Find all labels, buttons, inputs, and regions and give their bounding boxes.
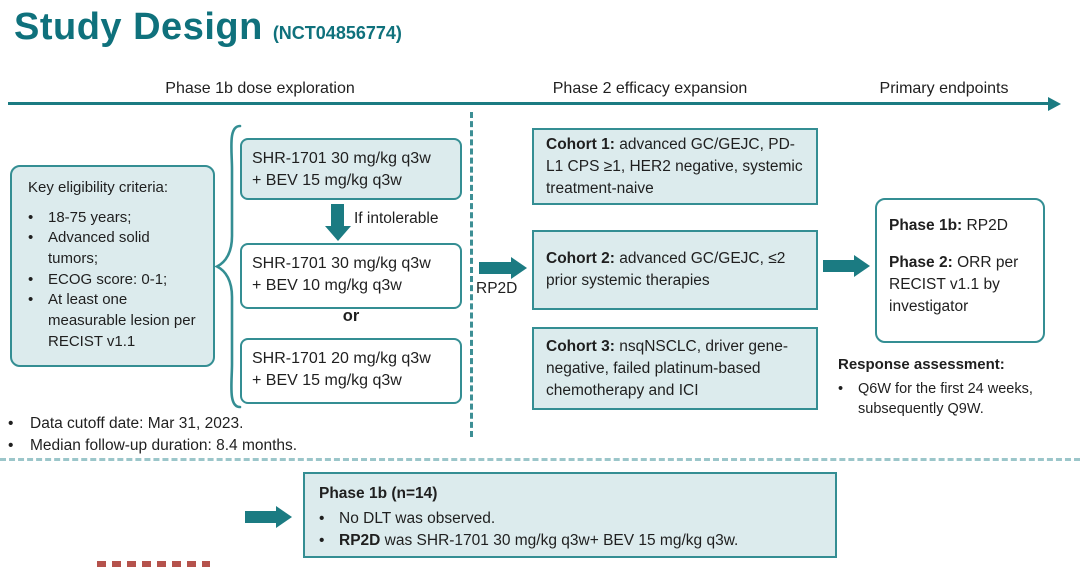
endpoints-section-label: Primary endpoints: [879, 80, 1009, 97]
dose-line: + BEV 10 mg/kg q3w: [252, 276, 402, 294]
footnotes: • Data cutoff date: Mar 31, 2023. • Median…: [8, 413, 297, 458]
results-item: No DLT was observed.: [339, 510, 496, 527]
endpoint-text: RP2D: [962, 217, 1008, 234]
endpoint-phase-label: Phase 2:: [889, 254, 953, 271]
results-heading: Phase 1b (n=14): [319, 485, 438, 502]
cohort-label: Cohort 2:: [546, 250, 615, 267]
list-item: • No DLT was observed.: [319, 508, 821, 530]
dose-line: SHR-1701 30 mg/kg q3w: [252, 255, 431, 272]
or-label: or: [342, 307, 360, 325]
list-item: • RP2D was SHR-1701 30 mg/kg q3w+ BEV 15 …: [319, 530, 821, 552]
list-item: • Q6W for the first 24 weeks, subsequentl…: [838, 380, 1066, 419]
title-nct-number: (NCT04856774): [272, 23, 402, 43]
footnote-text: Median follow-up duration: 8.4 months.: [30, 437, 298, 455]
dose-box-3: SHR-1701 20 mg/kg q3w + BEV 15 mg/kg q3w: [240, 338, 462, 404]
list-item: • Advanced solid tumors;: [28, 228, 203, 269]
phase-divider-dashed-line: [470, 112, 473, 437]
endpoint-text: ORR per RECIST v1.1 by investigator: [889, 254, 1019, 315]
list-item: • Data cutoff date: Mar 31, 2023.: [8, 413, 297, 435]
eligibility-item: At least one measurable lesion per RECIS…: [48, 291, 196, 350]
bullet-icon: •: [838, 381, 844, 398]
phase1b-section-label: Phase 1b dose exploration: [165, 80, 355, 97]
dose-line: SHR-1701 30 mg/kg q3w: [252, 150, 431, 167]
bullet-icon: •: [28, 270, 34, 288]
bullet-icon: •: [28, 208, 34, 226]
endpoints-right-arrow-icon: [823, 260, 854, 272]
rp2d-label: RP2D: [476, 280, 518, 297]
cohort-text: nsqNSCLC, driver gene-negative, failed p…: [546, 337, 789, 399]
response-assessment-item: Q6W for the first 24 weeks, subsequently…: [858, 381, 1033, 417]
rp2d-bold-label: RP2D: [339, 532, 381, 549]
cohort-text: advanced GC/GEJC, PD-L1 CPS ≥1, HER2 neg…: [546, 135, 803, 197]
eligibility-item: ECOG score: 0-1;: [48, 270, 168, 288]
dose-line: SHR-1701 20 mg/kg q3w: [252, 350, 431, 367]
dose-box-2: SHR-1701 30 mg/kg q3w + BEV 10 mg/kg q3w: [240, 243, 462, 309]
phase2-section-label: Phase 2 efficacy expansion: [552, 80, 748, 97]
bullet-icon: •: [319, 510, 325, 527]
response-assessment: Response assessment: • Q6W for the first …: [838, 355, 1066, 419]
curly-brace: [214, 124, 242, 409]
results-divider-dashed-line: [0, 458, 1080, 461]
response-assessment-heading: Response assessment:: [838, 356, 1005, 373]
eligibility-box: Key eligibility criteria: •18-75 years; …: [10, 165, 215, 367]
bullet-icon: •: [28, 229, 34, 247]
results-right-arrow-icon: [245, 511, 276, 523]
bullet-icon: •: [8, 415, 14, 432]
intolerable-down-arrow-icon: [331, 204, 344, 226]
results-item: RP2D was SHR-1701 30 mg/kg q3w+ BEV 15 m…: [339, 530, 738, 552]
page-title: Study Design (NCT04856774): [14, 6, 402, 49]
bullet-icon: •: [8, 437, 14, 455]
eligibility-item: Advanced solid tumors;: [48, 229, 150, 268]
results-item-text: was SHR-1701 30 mg/kg q3w+ BEV 15 mg/kg …: [380, 532, 739, 549]
cropped-red-text: [97, 561, 210, 567]
dose-line: + BEV 15 mg/kg q3w: [252, 171, 402, 189]
primary-endpoints-box: Phase 1b: RP2D Phase 2: ORR per RECIST v…: [875, 198, 1045, 343]
dose-line: + BEV 15 mg/kg q3w: [252, 371, 402, 389]
bullet-icon: •: [319, 532, 325, 549]
cohort-label: Cohort 3:: [546, 337, 615, 355]
cohort-2-box: Cohort 2: advanced GC/GEJC, ≤2 prior sys…: [532, 230, 818, 310]
eligibility-item: 18-75 years;: [48, 208, 132, 226]
cohort-1-box: Cohort 1: advanced GC/GEJC, PD-L1 CPS ≥1…: [532, 128, 818, 205]
timeline-arrow: [8, 102, 1048, 105]
intolerable-label: If intolerable: [354, 210, 439, 227]
phase1b-results-box: Phase 1b (n=14) • No DLT was observed. • R…: [303, 472, 837, 558]
eligibility-heading: Key eligibility criteria:: [28, 179, 169, 196]
footnote-text: Data cutoff date: Mar 31, 2023.: [30, 415, 244, 432]
list-item: • ECOG score: 0-1;: [28, 270, 203, 291]
cohort-text: advanced GC/GEJC, ≤2 prior systemic ther…: [546, 250, 786, 289]
title-main: Study Design: [14, 6, 263, 48]
list-item: • 18-75 years;: [28, 208, 203, 229]
cohort-label: Cohort 1:: [546, 135, 615, 153]
list-item: • Median follow-up duration: 8.4 months.: [8, 435, 297, 457]
endpoint-phase-label: Phase 1b:: [889, 217, 963, 234]
rp2d-right-arrow-icon: [479, 262, 511, 274]
dose-box-1: SHR-1701 30 mg/kg q3w + BEV 15 mg/kg q3w: [240, 138, 462, 200]
cohort-3-box: Cohort 3: nsqNSCLC, driver gene-negative…: [532, 327, 818, 410]
list-item: • At least one measurable lesion per RECI…: [28, 290, 203, 352]
bullet-icon: •: [28, 291, 34, 309]
